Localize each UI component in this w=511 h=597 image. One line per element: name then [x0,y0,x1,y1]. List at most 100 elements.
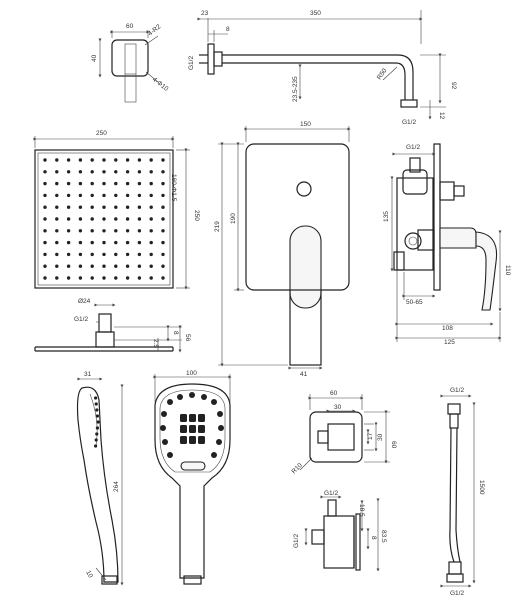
spray-nozzle-dot [137,240,142,245]
spray-nozzle-dot [78,240,83,245]
spray-nozzle-dot [149,193,153,198]
center-nozzle-pad [189,425,196,433]
spray-nozzle-dot [43,158,47,162]
head-height-label: 250 [193,210,200,221]
spray-nozzle-dot [90,240,94,245]
front-nozzle-dot [162,439,168,445]
body-depth-label: 50-65 [406,299,423,306]
wcs-top-thread-label: G1/2 [324,490,338,497]
hand-depth-label: 31 [84,371,92,378]
front-nozzle-dot [211,452,217,458]
square-shower-head-top-view [33,136,190,290]
spray-nozzle-dot [161,205,165,209]
spray-nozzle-dot [114,276,118,280]
spray-nozzle-dot [78,276,83,280]
spray-nozzle-dot [125,276,130,280]
spray-nozzle-dot [149,276,153,280]
arm-bottom-thread-label: G1/2 [402,119,416,126]
spray-nozzle-dot [66,170,71,174]
spray-nozzles [43,158,165,280]
arm-range-label: 23.5-235 [292,76,299,102]
spray-nozzle-dot [114,229,118,233]
side-nozzle-dot [96,420,100,424]
spray-nozzle-dot [43,193,47,198]
arm-length-label: 350 [310,10,321,17]
spray-nozzle-dot [78,252,83,257]
lever-width-label: 41 [300,371,308,378]
spray-nozzle-dot [90,181,94,186]
spray-nozzle-dot [161,170,165,174]
spray-nozzle-dot [125,217,130,221]
spray-nozzle-dot [114,264,118,268]
side-nozzle-dot [94,402,98,406]
spray-nozzle-dot [43,252,47,257]
spray-nozzle-dot [43,181,47,186]
wcs-total-label: 83.5 [380,530,387,543]
spray-nozzle-dot [125,205,130,209]
spray-nozzle-dot [55,181,59,186]
side-nozzle-dot [95,426,99,430]
spray-nozzle-dot [102,252,106,257]
spray-nozzle-dot [90,158,94,162]
spray-nozzle-dot [125,181,130,186]
spray-nozzle-dot [114,252,118,257]
spray-nozzle-dot [102,229,106,233]
center-nozzle-pad [198,414,205,422]
spray-nozzle-dot [161,264,165,268]
spray-nozzle-dot [125,264,130,268]
mixer-body-side-view [390,143,502,342]
wall-connector-side-view [304,495,380,572]
spray-nozzle-dot [102,158,106,162]
body-108-label: 108 [442,325,453,332]
spray-nozzle-dot [43,170,47,174]
arm-radius-label: 4-R2 [147,23,163,37]
spray-nozzle-dot [102,240,106,245]
spray-nozzle-dot [161,193,165,198]
center-nozzle-pad [180,436,187,444]
wc-inner-label: 30 [334,404,342,411]
spray-nozzle-dot [149,170,153,174]
spray-nozzle-dot [137,205,142,209]
spray-nozzle-dot [90,264,94,268]
spray-nozzle-dot [149,181,153,186]
body-lever-label: 110 [504,265,511,276]
wc-outlet-label: 17 [367,432,374,440]
center-nozzle-pad [198,436,205,444]
body-height-label: 135 [383,211,390,222]
spray-nozzle-dot [161,252,165,257]
side-nozzle-dot [94,438,98,442]
side-nozzle-dot [95,408,99,412]
spray-nozzle-dot [137,217,142,221]
body-thread-label: G1/2 [406,144,420,151]
spray-nozzle-dot [149,252,153,257]
head-thickness-label: 8 [172,331,179,335]
hand-shower-front-nozzles [160,392,224,458]
spray-nozzle-dot [137,252,142,257]
wc-30-side-label: 30 [377,433,384,441]
spray-nozzle-dot [149,158,153,162]
side-nozzle-dot [95,414,99,418]
hand-width-label: 100 [186,370,197,377]
spray-nozzle-dot [137,181,142,186]
front-nozzle-dot [218,425,224,431]
spray-nozzle-dot [78,229,83,233]
spray-nozzle-dot [90,170,94,174]
arm-thread-label: G1/2 [188,56,195,70]
spray-nozzle-dot [125,158,130,162]
plate-total-label: 219 [214,221,221,232]
hand-end-label: 10 [84,570,94,580]
spray-nozzle-dot [43,240,47,245]
body-125-label: 125 [444,339,455,346]
arm-end-label: 12 [438,112,445,120]
center-nozzle-pad [180,425,187,433]
spray-nozzle-dot [125,252,130,257]
head-width-label: 250 [96,130,107,137]
spray-nozzle-dot [55,193,59,198]
spray-nozzle-dot [161,158,165,162]
front-nozzle-dot [177,394,183,400]
spray-nozzle-dot [78,158,83,162]
hand-shower-front-view [153,374,232,585]
front-nozzle-dot [160,425,166,431]
center-nozzle-pad [198,425,205,433]
